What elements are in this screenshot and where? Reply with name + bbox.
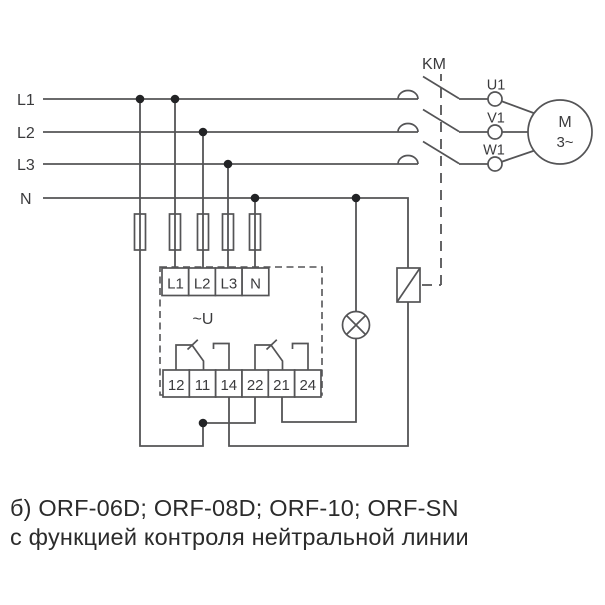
device-input-terminals: L1 L2 L3 N xyxy=(161,267,270,297)
terminal-label-n: N xyxy=(250,276,261,293)
junction-dot xyxy=(170,94,180,104)
fuse-icon xyxy=(196,213,210,251)
motor-wire-u1 xyxy=(500,100,540,116)
caption-line-2: с функцией контроля нейтральной линии xyxy=(10,523,469,550)
terminal-label-l1: L1 xyxy=(167,276,184,293)
bus-label-l1: L1 xyxy=(17,92,35,109)
motor-wire-w1 xyxy=(500,148,540,163)
relay-device: L1 L2 L3 N ~U xyxy=(159,266,323,398)
contact-arc-icon xyxy=(397,89,419,100)
motor-terminal-circle-w1 xyxy=(487,156,503,172)
terminal-label-24: 24 xyxy=(299,377,316,394)
terminal-box-l1 xyxy=(161,267,190,297)
junction-dot xyxy=(198,418,208,428)
lamp-cross xyxy=(345,314,367,336)
output-wiring xyxy=(203,198,409,447)
motor-circle xyxy=(527,99,593,165)
contact-no-post xyxy=(291,342,309,370)
motor-terminal-circle-v1 xyxy=(487,124,503,140)
terminal-box-21 xyxy=(267,369,296,398)
terminal-label-l3: L3 xyxy=(221,276,238,293)
terminal-label-11: 11 xyxy=(195,377,211,394)
motor-label: M xyxy=(558,114,571,131)
junction-dot xyxy=(198,127,208,137)
fuse-icon xyxy=(133,213,147,251)
junction-dots xyxy=(135,94,361,428)
contact-blade xyxy=(191,344,205,370)
km-contactor: KM xyxy=(397,56,489,165)
terminal-box-12 xyxy=(162,369,191,398)
contact-blade xyxy=(422,140,460,165)
contact-blade xyxy=(422,108,460,133)
contact-blade xyxy=(270,344,284,370)
voltage-label: ~U xyxy=(193,311,214,328)
fuse-icon xyxy=(168,213,182,251)
contact-nc-seat xyxy=(175,344,192,370)
wire-11-to-22 xyxy=(203,397,256,424)
mechanical-link-dashed xyxy=(422,74,442,286)
motor-icon: M 3~ xyxy=(527,99,593,165)
contact-blade xyxy=(422,75,460,100)
junction-dot xyxy=(223,159,233,169)
junction-dot xyxy=(250,193,260,203)
bus-label-l3: L3 xyxy=(17,157,35,174)
motor-terminal-circle-u1 xyxy=(487,91,503,107)
bus-line-n xyxy=(43,197,409,268)
terminal-box-24 xyxy=(293,369,322,398)
changeover-contact-icon xyxy=(254,339,309,370)
caption: б) ORF-06D; ORF-08D; ORF-10; ORF-SN с фу… xyxy=(10,494,469,551)
terminal-label-22: 22 xyxy=(247,377,264,394)
junction-dot xyxy=(351,193,361,203)
caption-line-1: б) ORF-06D; ORF-08D; ORF-10; ORF-SN xyxy=(10,495,459,521)
wire-21-to-lamp xyxy=(281,338,357,423)
terminal-label-14: 14 xyxy=(220,377,237,394)
motor-phase-label: 3~ xyxy=(556,134,573,151)
fuse-icon xyxy=(221,213,235,251)
contactor-coil-icon xyxy=(396,74,442,303)
terminal-label-21: 21 xyxy=(273,377,290,394)
line-fuses xyxy=(133,213,262,251)
bus-label-l2: L2 xyxy=(17,125,35,142)
motor-terminal-label-u1: U1 xyxy=(487,78,506,94)
terminal-label-12: 12 xyxy=(168,377,185,394)
terminal-box-n xyxy=(241,267,270,297)
bus-label-n: N xyxy=(20,191,32,208)
indicator-lamp-icon xyxy=(341,310,371,340)
terminal-box-11 xyxy=(188,369,217,398)
tap-wire-l1-supply xyxy=(139,99,204,447)
changeover-contact-icon xyxy=(175,339,230,370)
contact-arc-icon xyxy=(397,154,419,165)
contact-nc-seat xyxy=(254,344,271,370)
wire-14-to-coil xyxy=(228,302,409,447)
terminal-label-l2: L2 xyxy=(194,276,211,293)
contact-no-post xyxy=(212,342,230,370)
power-bus-lines: L1 L2 L3 N xyxy=(17,92,418,268)
motor-terminal-label-v1: V1 xyxy=(487,111,505,127)
contact-arc-icon xyxy=(397,122,419,133)
junction-dot xyxy=(135,94,145,104)
fuse-icon xyxy=(248,213,262,251)
motor-terminal-label-w1: W1 xyxy=(483,143,505,159)
device-output-terminals: 12 11 14 22 21 24 xyxy=(162,369,322,398)
motor-branch: U1 V1 W1 M 3~ xyxy=(483,78,593,172)
coil-diagonal xyxy=(396,267,421,303)
contactor-label: KM xyxy=(422,56,446,73)
